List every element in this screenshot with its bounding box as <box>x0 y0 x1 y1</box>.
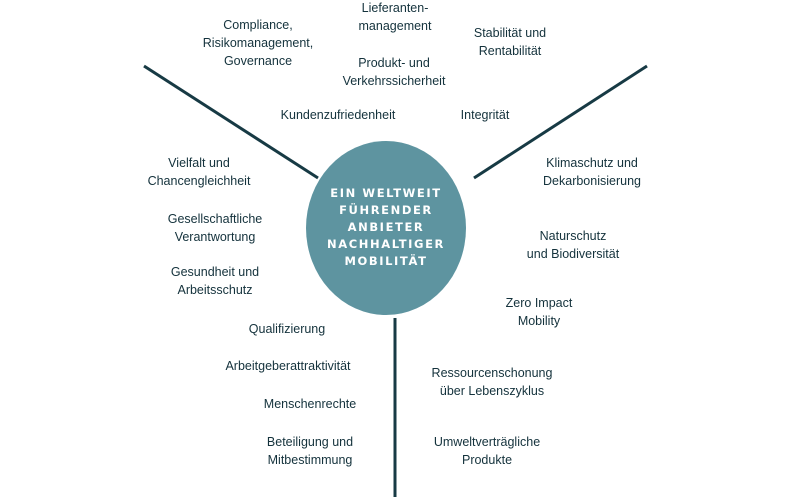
label-qualifizierung: Qualifizierung <box>248 322 326 336</box>
label-stabilitaet: Stabilität und Rentabilität <box>473 26 547 58</box>
label-zeroimpact: Zero Impact Mobility <box>505 296 573 328</box>
label-lieferantenmanagement: Lieferanten- management <box>358 1 432 33</box>
center-circle <box>306 141 466 315</box>
label-kundenzufriedenheit: Kundenzufriedenheit <box>280 108 396 122</box>
label-naturschutz: Naturschutz und Biodiversität <box>526 229 620 261</box>
divider-line-top-left <box>143 64 319 180</box>
divider-line-top-right <box>473 64 648 180</box>
label-klimaschutz: Klimaschutz und Dekarbonisierung <box>543 156 641 188</box>
label-ressourcen: Ressourcenschonung über Lebenszyklus <box>431 366 553 398</box>
label-gesundheit: Gesundheit und Arbeitsschutz <box>170 265 260 297</box>
label-compliance: Compliance, Risikomanagement, Governance <box>202 18 314 68</box>
label-menschenrechte: Menschenrechte <box>263 397 357 411</box>
center-title: EIN WELTWEIT FÜHRENDER ANBIETER NACHHALT… <box>326 186 445 268</box>
label-vielfalt: Vielfalt und Chancengleichheit <box>147 156 251 188</box>
label-integritaet: Integrität <box>460 108 510 122</box>
label-umwelt: Umweltverträgliche Produkte <box>433 435 541 467</box>
label-produktsicherheit: Produkt- und Verkehrssicherheit <box>342 56 446 88</box>
label-beteiligung: Beteiligung und Mitbestimmung <box>266 435 354 467</box>
label-arbeitgeber: Arbeitgeberattraktivität <box>225 359 351 373</box>
label-gesellschaft: Gesellschaftliche Verantwortung <box>167 212 263 244</box>
